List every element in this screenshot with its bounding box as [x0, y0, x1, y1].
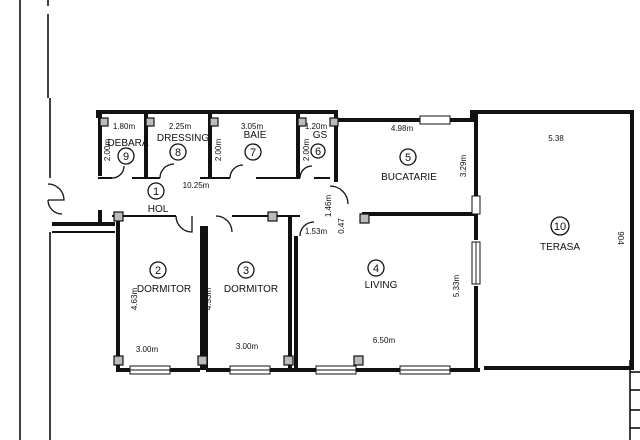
sheet-frame: [19, 0, 640, 440]
dim-baie-height: 2.00m: [214, 139, 223, 162]
room-number-3: 3: [243, 265, 249, 277]
room-marker-10: [550, 216, 570, 236]
room-name-5: BUCATARIE: [381, 172, 437, 183]
room-number-1: 1: [153, 186, 159, 198]
room-number-4: 4: [373, 263, 379, 275]
dim-gs-height: 2.00m: [302, 139, 311, 162]
dim-dorm2-height: 4.63m: [130, 288, 139, 311]
dim-hol-width: 10.25m: [183, 181, 210, 190]
room-name-6: GS: [313, 130, 328, 141]
pillars: [99, 117, 370, 366]
room-name-4: LIVING: [365, 280, 398, 291]
room-number-9: 9: [123, 151, 129, 163]
room-number-7: 7: [250, 147, 256, 159]
dim-gs-width: 1.20m: [305, 122, 328, 131]
room-marker-7: [244, 143, 262, 161]
room-name-10: TERASA: [540, 242, 580, 253]
dim-terasa-height: 904: [616, 231, 625, 245]
dim-baie-width: 3.05m: [241, 122, 264, 131]
room-marker-1: [147, 182, 165, 200]
dim-living-height: 5.33m: [452, 275, 461, 298]
room-number-6: 6: [315, 146, 321, 158]
dim-debara-height: 2.00m: [103, 139, 112, 162]
dim-hol-door: 1.46m: [324, 195, 333, 218]
room-marker-4: [367, 259, 385, 277]
room-marker-3: [237, 261, 255, 279]
room-number-8: 8: [175, 147, 181, 159]
dim-living-width: 6.50m: [373, 336, 396, 345]
room-number-2: 2: [155, 265, 161, 277]
room-marker-9: [117, 147, 135, 165]
dim-bucatarie-height: 3.29m: [459, 155, 468, 178]
dim-dorm2-width: 3.00m: [136, 345, 159, 354]
dimension-labels: 1.80m 2.25m 3.05m 1.20m 4.98m 10.25m 3.0…: [103, 122, 625, 354]
windows: [129, 115, 481, 375]
room-marker-2: [149, 261, 167, 279]
room-number-5: 5: [405, 152, 411, 164]
dim-living-gap: 1.53m: [305, 227, 328, 236]
dim-bucatarie-width: 4.98m: [391, 124, 414, 133]
dim-dressing-width: 2.25m: [169, 122, 192, 131]
room-markers: 1 HOL 2 DORMITOR 3 DORMITOR 4 LIVING 5 B…: [107, 130, 580, 295]
room-marker-8: [169, 143, 187, 161]
room-marker-6: [310, 143, 326, 159]
doors: [47, 163, 349, 237]
room-name-2: DORMITOR: [137, 284, 191, 295]
room-name-9: DEBARA: [107, 138, 148, 149]
dim-dorm3-width: 3.00m: [236, 342, 259, 351]
dim-terasa-width: 5.38: [548, 134, 564, 143]
room-number-10: 10: [554, 221, 566, 233]
room-marker-5: [399, 148, 417, 166]
room-name-7: BAIE: [244, 130, 267, 141]
room-name-8: DRESSING: [157, 133, 209, 144]
room-name-3: DORMITOR: [224, 284, 278, 295]
room-name-1: HOL: [148, 204, 169, 215]
dim-dorm3-height: 4.53m: [204, 288, 213, 311]
dim-living-side: 0.47: [337, 218, 346, 234]
dim-debara-width: 1.80m: [113, 122, 136, 131]
